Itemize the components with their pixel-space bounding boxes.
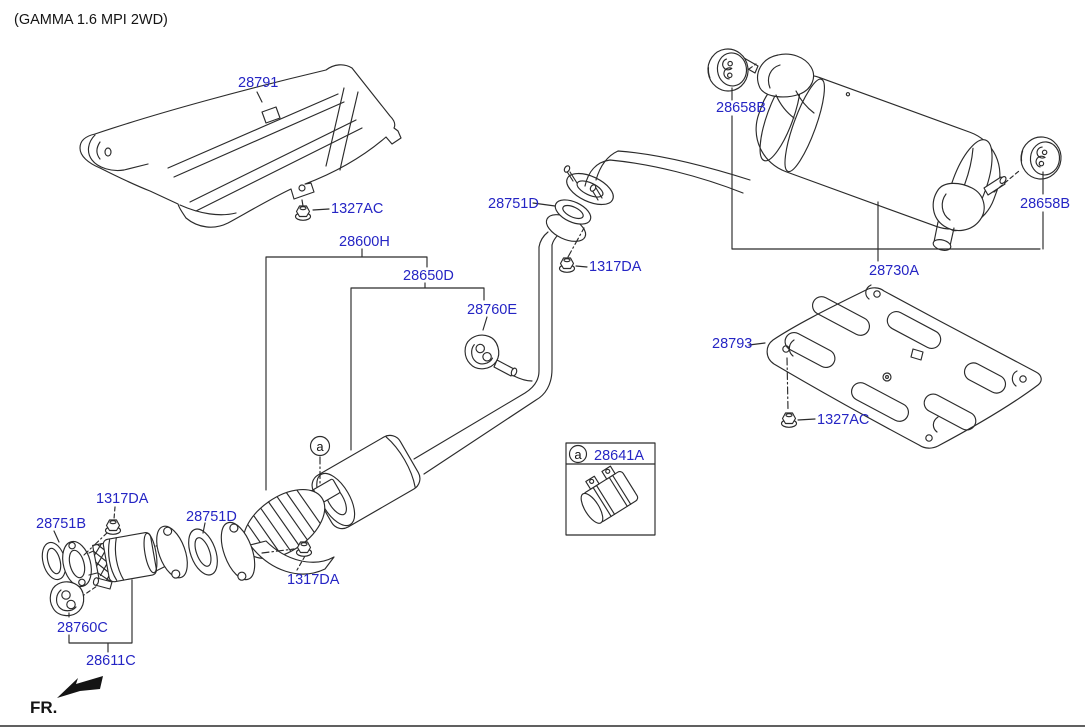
clamp-drawing xyxy=(580,465,639,524)
part-label-28600h[interactable]: 28600H xyxy=(339,234,390,250)
front-direction-arrow-icon xyxy=(57,676,103,698)
part-label-28650d[interactable]: 28650D xyxy=(403,268,454,284)
part-label-28751d-lower[interactable]: 28751D xyxy=(186,509,237,525)
part-labels-layer: 28791 1327AC 28600H 28650D 28760E 28751D… xyxy=(36,75,1070,669)
page-title: (GAMMA 1.6 MPI 2WD) xyxy=(14,12,168,28)
part-label-28658b-front[interactable]: 28658B xyxy=(716,100,766,116)
part-label-1317da-upper[interactable]: 1317DA xyxy=(589,259,642,275)
front-heat-shield-drawing xyxy=(79,64,402,228)
part-label-28751d-upper[interactable]: 28751D xyxy=(488,196,539,212)
rear-shield-nut-drawing xyxy=(780,357,816,428)
front-pipe-assembly-drawing xyxy=(41,525,188,617)
line-art-layer xyxy=(0,45,1085,727)
part-label-28760c[interactable]: 28760C xyxy=(57,620,108,636)
rear-heat-shield-drawing xyxy=(766,284,1042,449)
center-upper-nut-icon xyxy=(558,257,576,273)
part-label-28760e[interactable]: 28760E xyxy=(467,302,517,318)
front-upper-nut-icon xyxy=(104,519,122,535)
black-text-layer: (GAMMA 1.6 MPI 2WD) a a FR. xyxy=(14,12,582,717)
rear-muffler-drawing xyxy=(584,45,1064,251)
inset-marker-a-label: a xyxy=(574,447,582,462)
front-direction-label: FR. xyxy=(30,698,57,717)
clamp-inset xyxy=(565,442,656,536)
inset-marker-circle xyxy=(568,444,588,464)
callout-lines xyxy=(53,87,1044,653)
front-shield-nut-drawing xyxy=(294,199,330,221)
part-label-28641a[interactable]: 28641A xyxy=(594,448,644,464)
marker-a-label: a xyxy=(316,439,324,454)
part-label-28611c[interactable]: 28611C xyxy=(86,653,136,669)
center-muffler-assembly-drawing xyxy=(188,165,614,581)
part-label-1317da-front-lower[interactable]: 1317DA xyxy=(287,572,340,588)
part-label-28751b[interactable]: 28751B xyxy=(36,516,86,532)
part-label-28793[interactable]: 28793 xyxy=(712,336,752,352)
part-label-1327ac-front[interactable]: 1327AC xyxy=(331,201,383,217)
part-label-28658b-rear[interactable]: 28658B xyxy=(1020,196,1070,212)
front-lower-nut-icon xyxy=(295,541,313,557)
part-label-1317da-front-upper[interactable]: 1317DA xyxy=(96,491,149,507)
part-label-28730a[interactable]: 28730A xyxy=(869,263,919,279)
part-label-28791[interactable]: 28791 xyxy=(238,75,278,91)
marker-a-resonator xyxy=(309,435,331,485)
part-label-1327ac-rear[interactable]: 1327AC xyxy=(817,412,869,428)
